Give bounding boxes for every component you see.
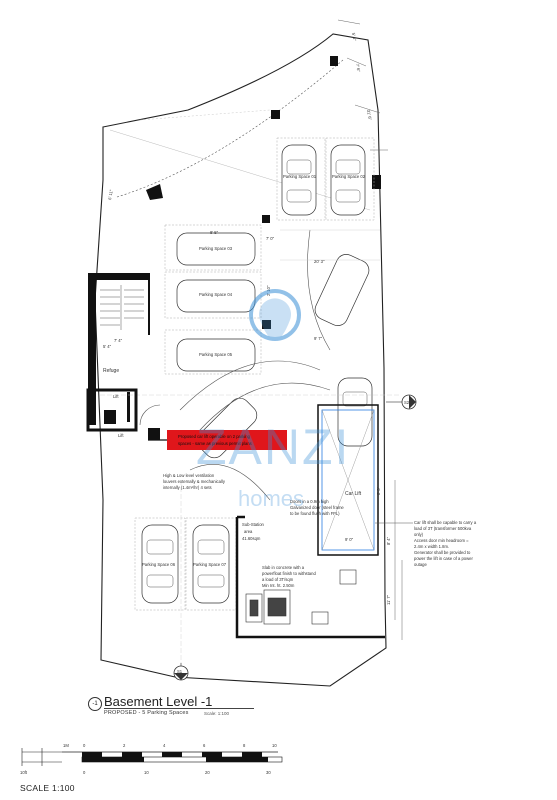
- watermark-brand: ZANZI: [196, 419, 350, 475]
- drawing-number: -1: [88, 697, 102, 711]
- transformer-equipment: [245, 569, 357, 625]
- scale-tick: 10: [144, 770, 149, 775]
- annotation-line: louvers externally & mechanically: [163, 479, 226, 484]
- room-label-car-lift: Car Lift: [345, 491, 362, 497]
- substation-wall: [235, 515, 385, 639]
- drawing-title: Basement Level -1: [104, 694, 213, 709]
- car-lift-pit: [317, 404, 379, 556]
- scale-tick: 0: [83, 743, 86, 748]
- parking-label: Parking Space 03: [199, 246, 233, 251]
- title-underline: [104, 708, 254, 709]
- room-label-substation: area: [244, 529, 253, 534]
- annotation-line: load of 3T (transformer 500kva: [414, 526, 472, 531]
- dimension-label: 9' 0": [345, 537, 354, 542]
- scale-bar: [21, 748, 283, 766]
- dimension-label: 8' 5": [210, 230, 219, 235]
- scale-tick: 20: [205, 770, 210, 775]
- scale-tick: 2: [123, 743, 126, 748]
- ramp-curves: [179, 229, 331, 501]
- dimension-label: 31' 6": [366, 109, 373, 121]
- annotation-line: Min Int. ht. 2.50m: [262, 583, 295, 588]
- scale-tick: 6: [203, 743, 206, 748]
- parking-label: Parking Space 06: [142, 562, 176, 567]
- annotation-line: Slab in concrete with a: [262, 565, 305, 570]
- dimension-label: 20' 3": [314, 259, 325, 264]
- parking-label: Parking Space 07: [193, 562, 227, 567]
- annotation-line: power the lift in case of a power: [414, 556, 473, 561]
- room-label-substation: Sub-Station: [242, 522, 265, 527]
- annotation-line: to be found flush with FFL): [290, 511, 340, 516]
- red-note-box: [167, 430, 287, 450]
- red-note-line: Proposed car lift operable on 2 parking: [178, 434, 251, 439]
- parking-label: Parking Space 01: [283, 174, 317, 179]
- annotation-line: Access door min headroom =: [414, 538, 469, 543]
- curved-inner-wall: [116, 59, 344, 198]
- grid-guides: [100, 229, 400, 670]
- room-label-refuge: Refuge: [103, 368, 119, 374]
- annotation-line: Galvanized door (steel frame: [290, 505, 344, 510]
- parking-label: Parking Space 02: [332, 174, 366, 179]
- watermark-sub: homes: [238, 486, 304, 511]
- parking-bay-top: [134, 137, 375, 611]
- annotation-line: powerfloat finish to withstand: [262, 571, 316, 576]
- drawing-title-block: -1 Basement Level -1 PROPOSED - 5 Parkin…: [86, 692, 326, 726]
- annotation-line: 2.4m x width 1.8m.: [414, 544, 449, 549]
- section-label: S2: [404, 400, 410, 405]
- scale-tick: 10: [272, 743, 277, 748]
- scale-unit-ft: 10ft: [20, 770, 28, 775]
- guide-line: [109, 129, 371, 211]
- room-label-lift: Lift: [118, 433, 124, 438]
- dimension-label: 7' 4": [114, 338, 123, 343]
- dimension-label: 6' 11": [107, 189, 114, 200]
- dimension-label: 8' 3": [376, 486, 381, 495]
- section-marker-s1: [173, 663, 189, 681]
- dimension-marks: [337, 19, 403, 640]
- dimension-label: 7' 6": [355, 63, 361, 72]
- guide-line: [139, 109, 271, 121]
- scale-tick: 30: [266, 770, 271, 775]
- watermark-logo: [249, 289, 301, 341]
- dimension-label: 9' 7": [314, 336, 323, 341]
- scale-unit-m: 1M: [63, 743, 69, 748]
- annotation-line: outage: [414, 562, 427, 567]
- scale-tick: 8: [243, 743, 246, 748]
- scale-label: SCALE 1:100: [20, 783, 75, 793]
- structural-columns: [127, 56, 381, 422]
- section-marker-s2: [386, 394, 417, 410]
- annotation-line: Generator shall be provided to: [414, 550, 471, 555]
- dimension-label: 8' 4": [386, 536, 391, 545]
- annotation-line: High & Low level ventilation: [163, 473, 215, 478]
- scale-tick: 4: [163, 743, 166, 748]
- section-label: S1: [177, 669, 183, 674]
- dimension-label: 7' 0": [266, 236, 275, 241]
- drawing-subtitle: PROPOSED - 5 Parking Spaces: [104, 710, 189, 716]
- red-note-line: spaces - same as previous permit plans: [178, 441, 252, 446]
- parking-label: Parking Space 04: [199, 292, 233, 297]
- annotation-line: a load of 3T/sqm: [262, 577, 294, 582]
- room-label-lift: Lift: [113, 394, 119, 399]
- dimension-label: 5' 4": [351, 32, 357, 41]
- car-windows: [146, 159, 368, 588]
- scale-tick: 0: [83, 770, 86, 775]
- room-label-substation: 41.60sqm: [242, 536, 261, 541]
- dimension-label: 11' 7": [386, 594, 391, 605]
- drawing-scale-note: Scale: 1:100: [204, 711, 230, 716]
- annotation-line: Car lift shall be capable to carry a: [414, 520, 477, 525]
- parking-label: Parking Space 05: [199, 352, 233, 357]
- dimension-label: 5' 4": [103, 344, 112, 349]
- annotation-line: internally (1.4m²/hr) 4 sets: [163, 485, 212, 490]
- site-boundary: [94, 33, 387, 687]
- annotation-line: Doors in a 0.9m high: [290, 499, 329, 504]
- annotation-line: only): [414, 532, 424, 537]
